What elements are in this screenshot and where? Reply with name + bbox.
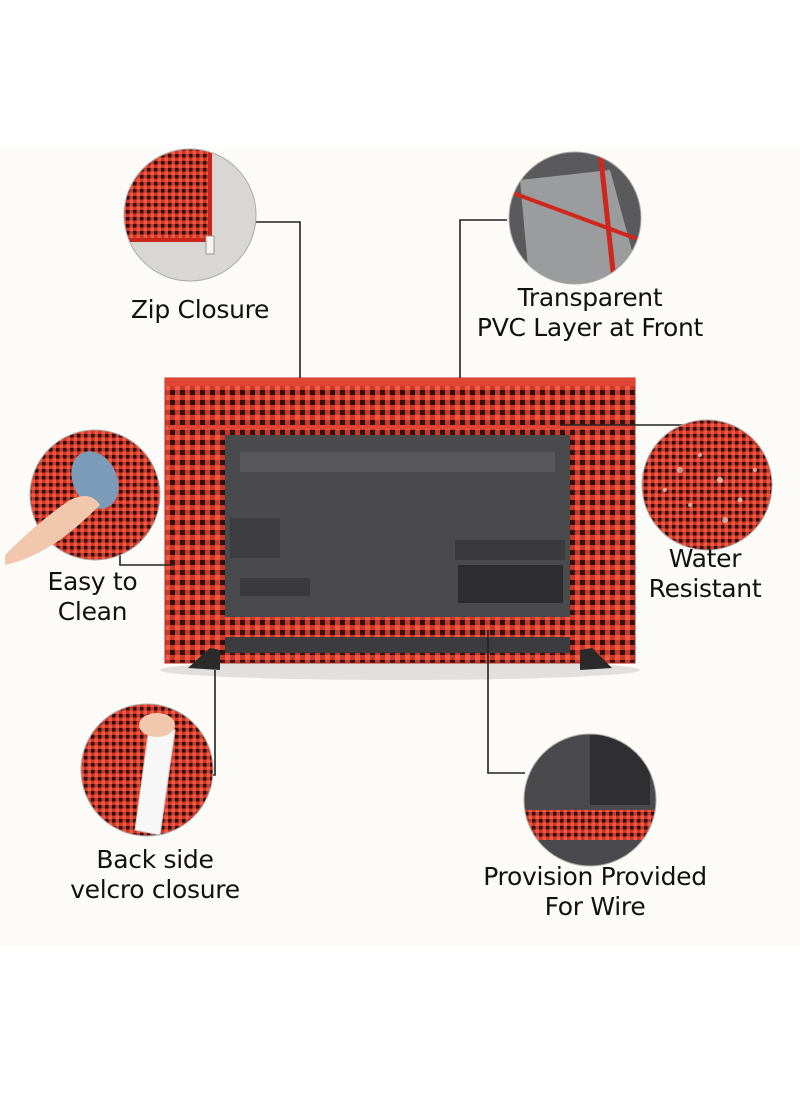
velcro-closure-image <box>81 704 213 836</box>
leader-lines <box>119 219 710 776</box>
zip-closure-image <box>124 149 256 281</box>
wire-provision-label: Provision Provided For Wire <box>483 862 707 921</box>
velcro-closure-label: Back side velcro closure <box>70 845 240 904</box>
water-resistant-image <box>642 420 772 550</box>
hand-image <box>5 496 100 565</box>
pvc-layer-image <box>509 152 641 284</box>
wire-provision-image <box>524 734 656 866</box>
water-resistant-label: Water Resistant <box>648 544 762 603</box>
pvc-layer-label: Transparent PVC Layer at Front <box>476 283 704 342</box>
tv-cover <box>160 377 640 680</box>
easy-clean-label: Easy to Clean <box>47 567 138 626</box>
zip-closure-label: Zip Closure <box>130 295 270 324</box>
